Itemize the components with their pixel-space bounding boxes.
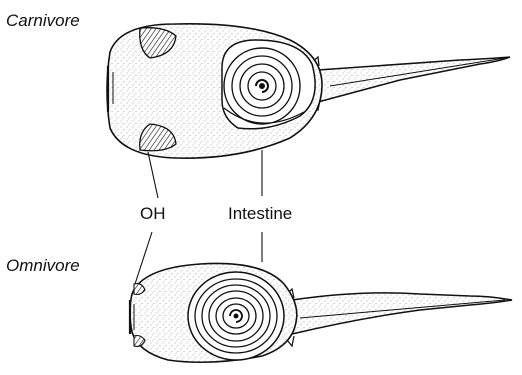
omnivore-label: Omnivore <box>6 257 80 274</box>
carnivore-label: Carnivore <box>6 12 80 29</box>
intestine-label: Intestine <box>228 205 292 222</box>
oh-label: OH <box>140 205 166 222</box>
omnivore-intestine <box>188 272 284 360</box>
carnivore-tail <box>318 57 510 102</box>
carnivore-tadpole <box>107 24 510 158</box>
omnivore-tail <box>292 293 512 334</box>
omnivore-tadpole <box>130 263 512 362</box>
carnivore-intestine <box>222 40 315 129</box>
